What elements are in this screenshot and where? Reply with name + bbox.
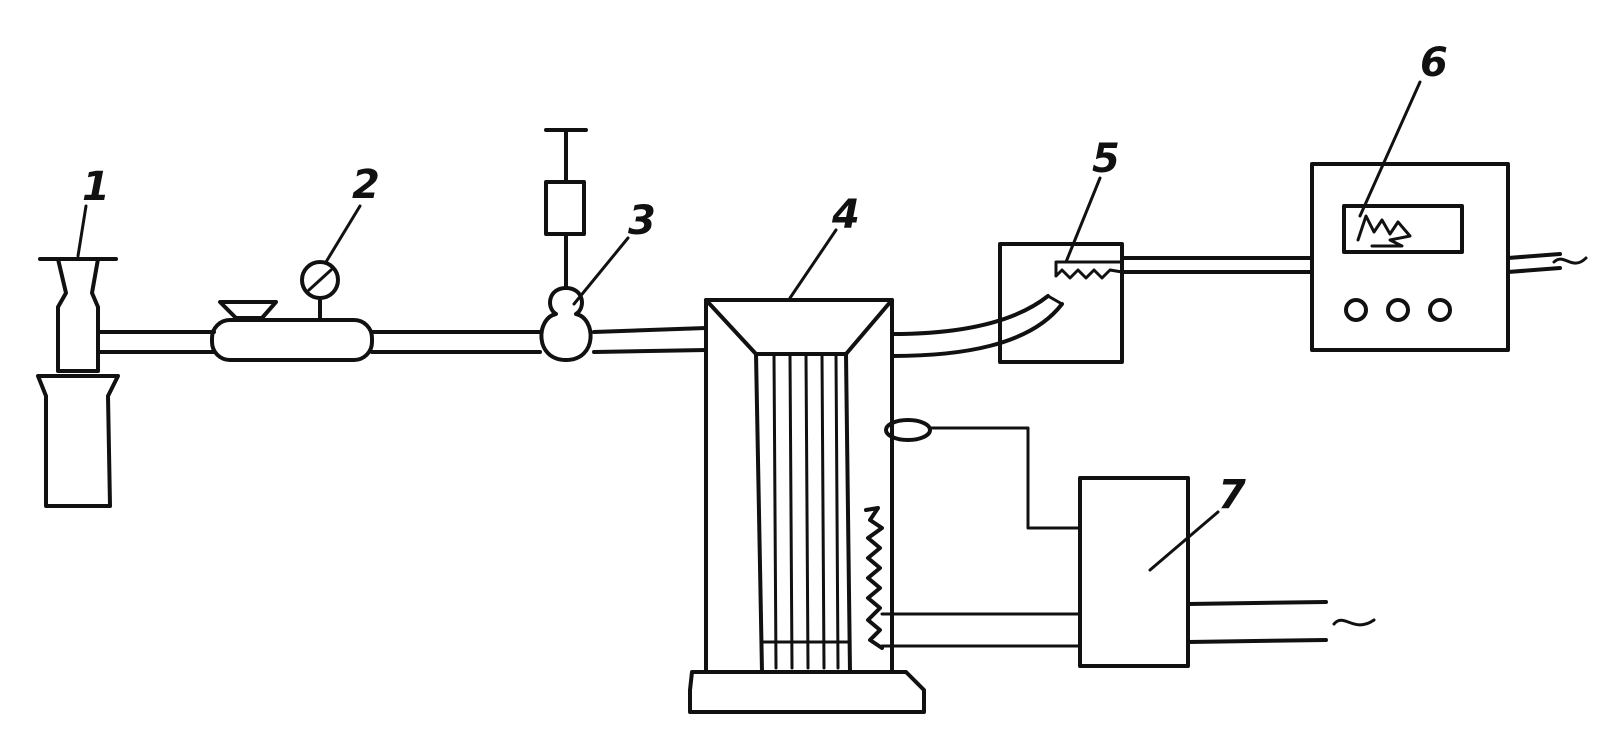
outlet-pipe (890, 294, 1064, 358)
recorder-mains-cable (1506, 252, 1588, 274)
label-5: 5 (1092, 136, 1120, 182)
label-6: 6 (1420, 40, 1448, 86)
heating-coil (864, 506, 884, 650)
label-3: 3 (628, 198, 656, 244)
recorder-knob-2 (1386, 298, 1410, 322)
flow-valve (539, 128, 593, 362)
label-2: 2 (352, 162, 380, 208)
label-1: 1 (82, 164, 110, 210)
power-unit (880, 426, 1190, 668)
gas-cylinder (36, 257, 120, 508)
label-4: 4 (831, 192, 860, 238)
pressure-gauge (300, 260, 340, 300)
power-unit-mains-cable (1186, 600, 1376, 644)
recorder-display (1342, 204, 1464, 254)
pressure-regulator (210, 260, 374, 362)
leader-lines (76, 80, 1422, 572)
gas-pipe-1 (96, 330, 216, 354)
gas-pipe-3 (592, 326, 708, 354)
reactor-tubes (760, 352, 852, 670)
recorder (1310, 162, 1510, 352)
thermocouple (884, 418, 932, 442)
signal-cable-1 (1120, 256, 1314, 274)
recorder-knob-1 (1344, 298, 1368, 322)
gas-pipe-2 (370, 330, 542, 354)
recorder-knob-3 (1428, 298, 1452, 322)
reactor (688, 298, 932, 714)
sensor (1054, 260, 1124, 280)
label-7: 7 (1218, 472, 1246, 518)
